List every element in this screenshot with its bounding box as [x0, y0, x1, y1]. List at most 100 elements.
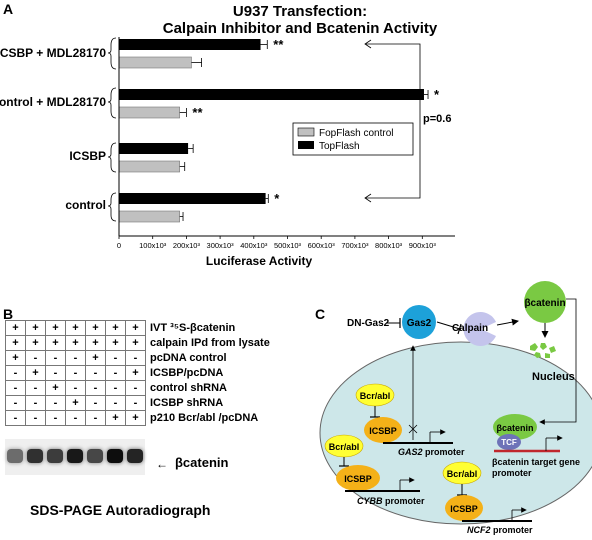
gel-band [107, 449, 123, 463]
condition-cell: + [45, 380, 66, 396]
condition-row: --+----control shRNA [5, 380, 271, 396]
gas2-calpain-inhibition [436, 321, 461, 330]
target-gene-label-2: promoter [492, 468, 532, 478]
condition-cell: + [125, 335, 146, 351]
calpain-node [463, 312, 496, 347]
condition-cell: - [65, 365, 86, 381]
significance-topflash-1: * [434, 87, 440, 102]
bcatenin-nuclear-node [493, 414, 537, 440]
x-tick-label: 700x10³ [341, 241, 369, 250]
condition-cell: - [25, 350, 46, 366]
tcf-label: TCF [501, 438, 517, 447]
gel-band [27, 449, 43, 463]
icsbp-node-2 [336, 465, 380, 491]
condition-cell: - [25, 395, 46, 411]
condition-cell: - [45, 365, 66, 381]
bar-fopflash-2 [118, 160, 180, 173]
panel-a-letter: A [3, 1, 14, 17]
condition-cell: - [105, 395, 126, 411]
condition-cell: - [85, 410, 106, 426]
condition-cell: - [45, 395, 66, 411]
condition-label: IVT ³⁵S-βcatenin [150, 322, 236, 334]
legend-label-fopflash: FopFlash control [319, 128, 393, 139]
bcatenin-nuclear-label: βcatenin [496, 423, 533, 433]
legend-label-topflash: TopFlash [319, 141, 360, 152]
bar-topflash-0 [119, 39, 261, 50]
category-label-1: Control + MDL28170 [0, 95, 106, 109]
condition-cell: - [45, 350, 66, 366]
condition-label: pcDNA control [150, 352, 227, 364]
condition-cell: - [105, 365, 126, 381]
legend-swatch-topflash [298, 141, 314, 149]
category-label-0: ICSBP + MDL28170 [0, 46, 106, 60]
condition-row: ---+---ICSBP shRNA [5, 395, 271, 411]
condition-cell: - [45, 410, 66, 426]
condition-cell: + [5, 320, 26, 336]
condition-label: ICSBP/pcDNA [150, 367, 224, 379]
gas2-node [402, 305, 436, 339]
condition-label: p210 Bcr/abl /pcDNA [150, 412, 259, 424]
x-tick-label: 400x10³ [240, 241, 268, 250]
gas2-promoter-label: GAS2 promoter [398, 447, 465, 457]
nucleus-label: Nucleus [532, 371, 575, 383]
dn-gas2-label: DN-Gas2 [347, 318, 390, 329]
x-tick-label: 100x10³ [139, 241, 167, 250]
condition-cell: + [85, 320, 106, 336]
condition-label: calpain IPd from lysate [150, 337, 270, 349]
condition-cell: + [45, 320, 66, 336]
icsbp-node-1 [364, 417, 402, 443]
condition-row: +++++++IVT ³⁵S-βcatenin [5, 320, 271, 336]
chart-title-line1: U937 Transfection: [232, 3, 368, 20]
bar-fopflash-3 [118, 210, 180, 223]
icsbp-node-3 [445, 495, 483, 521]
condition-cell: - [85, 395, 106, 411]
condition-cell: - [105, 350, 126, 366]
gel-image [5, 439, 145, 475]
condition-cell: + [25, 320, 46, 336]
condition-cell: - [65, 410, 86, 426]
calpain-to-bcatenin-arrow [496, 318, 519, 326]
condition-cell: + [65, 335, 86, 351]
bcr-abl-node-1 [355, 383, 395, 407]
chart-title-line2: Calpain Inhibitor and Bcatenin Activity [162, 20, 438, 37]
p-value-label: p=0.6 [423, 113, 451, 125]
x-tick-label: 600x10³ [308, 241, 336, 250]
condition-cell: + [5, 335, 26, 351]
bcr-abl-label-1: Bcr/abl [360, 391, 391, 401]
condition-row: +++++++calpain IPd from lysate [5, 335, 271, 351]
calpain-label: Calpain [452, 323, 488, 334]
x-tick-label: 500x10³ [274, 241, 302, 250]
condition-cell: + [85, 350, 106, 366]
gel-band [47, 449, 63, 463]
condition-cell: - [85, 365, 106, 381]
category-braces [107, 37, 117, 222]
significance-fopflash-1: ** [192, 105, 203, 120]
condition-cell: - [5, 365, 26, 381]
condition-cell: - [25, 380, 46, 396]
gel-band [67, 449, 83, 463]
panel-c-letter: C [315, 306, 326, 322]
condition-cell: + [65, 395, 86, 411]
condition-cell: - [25, 410, 46, 426]
icsbp-label-3: ICSBP [450, 504, 478, 514]
bcatenin-label: βcatenin [524, 298, 565, 309]
legend: FopFlash control TopFlash [292, 122, 414, 156]
bcatenin-node [524, 281, 566, 323]
condition-cell: - [125, 350, 146, 366]
gel-band [87, 449, 103, 463]
condition-row: +---+-- pcDNA control [5, 350, 271, 366]
x-tick-label: 800x10³ [375, 241, 403, 250]
significance-topflash-3: * [274, 191, 280, 206]
bar-fopflash-0 [118, 56, 192, 69]
condition-cell: - [85, 380, 106, 396]
x-tick-label: 900x10³ [409, 241, 437, 250]
bar-topflash-3 [119, 193, 266, 204]
icsbp-label-1: ICSBP [369, 426, 397, 436]
condition-cell: + [5, 350, 26, 366]
bcr-abl-node-3 [442, 461, 482, 485]
condition-cell: - [125, 395, 146, 411]
condition-cell: + [45, 335, 66, 351]
condition-row: -----++p210 Bcr/abl /pcDNA [5, 410, 271, 426]
condition-cell: + [25, 335, 46, 351]
condition-cell: - [105, 380, 126, 396]
